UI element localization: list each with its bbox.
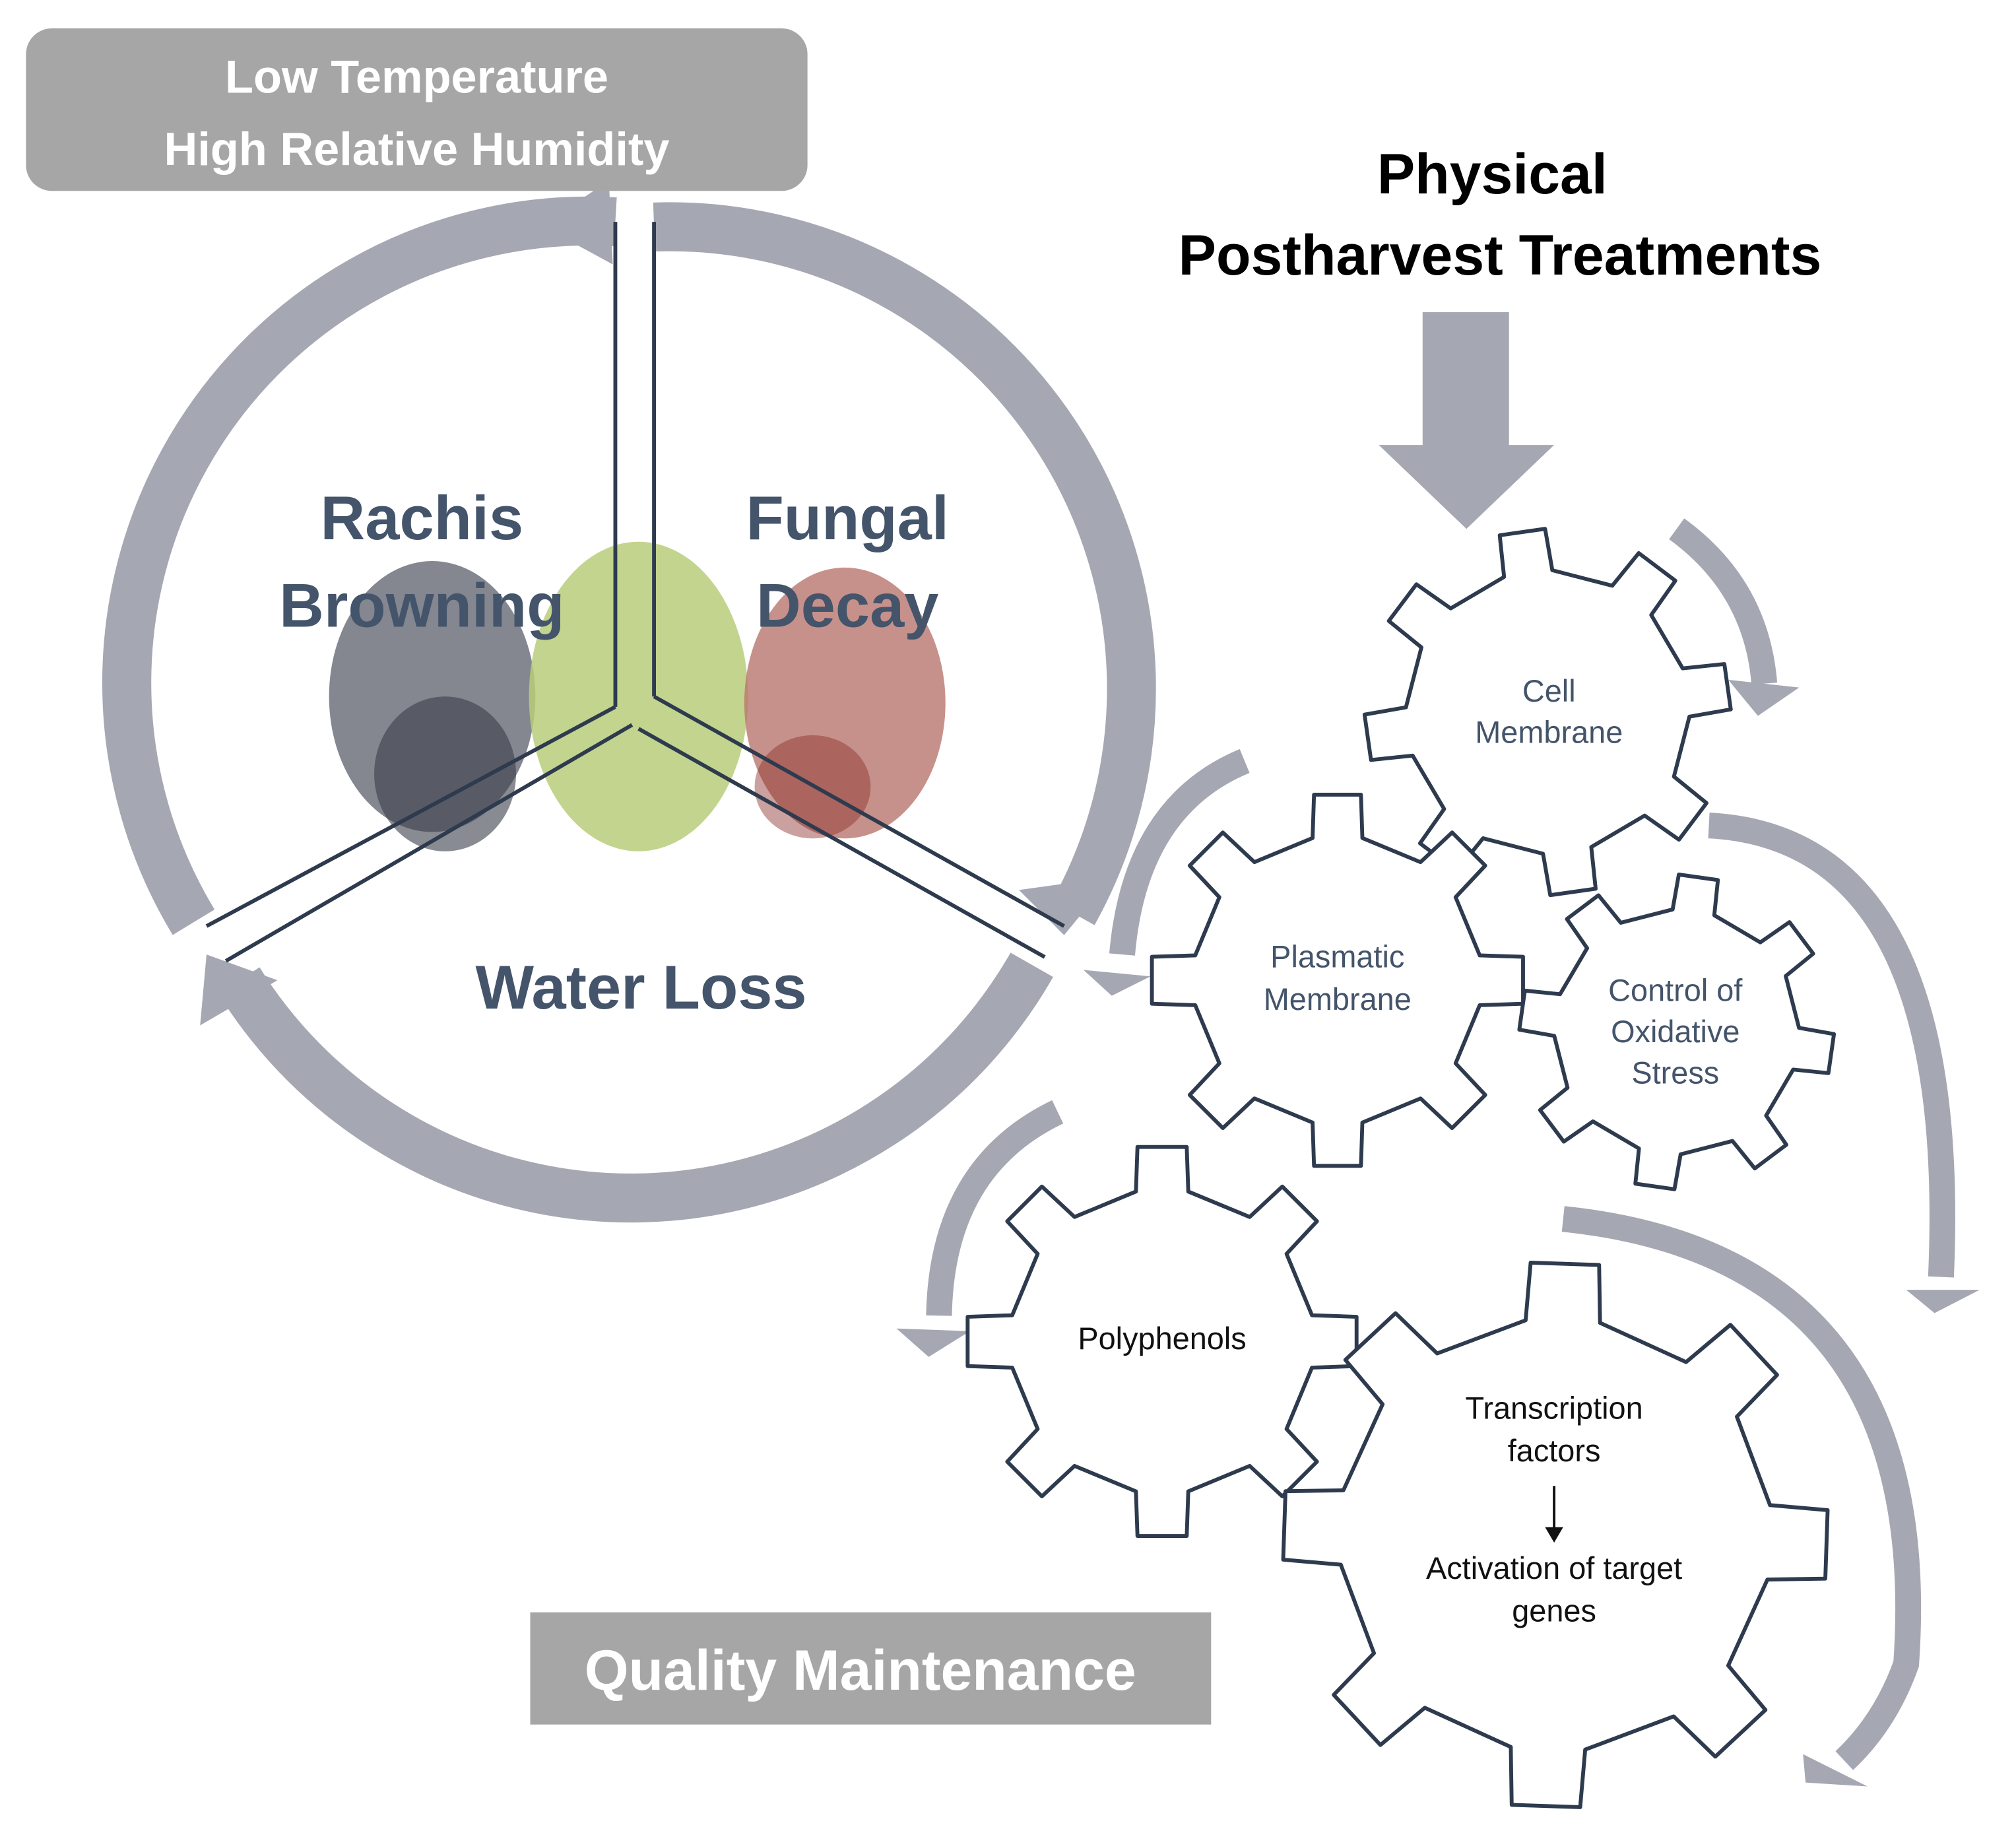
treatments-title-line1: Physical (1377, 143, 1608, 206)
rachis-browning-label: Rachis Browning (279, 483, 564, 640)
small-down-arrow-icon (1545, 1486, 1563, 1543)
plasmatic-membrane-line1: Plasmatic (1270, 940, 1404, 974)
conditions-box: Low Temperature High Relative Humidity (26, 28, 808, 191)
water-loss-label: Water Loss (476, 952, 807, 1022)
plasmatic-membrane-line2: Membrane (1264, 982, 1412, 1016)
polyphenols-gear (965, 1145, 1359, 1538)
oxidative-stress-gear (1517, 872, 1837, 1191)
flow-arrowheads (896, 679, 1980, 1787)
cell-membrane-label: Cell Membrane (1475, 674, 1623, 750)
treatments-title: Physical Postharvest Treatments (1179, 143, 1822, 287)
oxidative-stress-line2: Oxidative (1611, 1014, 1740, 1049)
plasmatic-membrane-gear (1150, 793, 1525, 1168)
cell-membrane-line1: Cell (1522, 674, 1576, 708)
transcription-line3: Activation of target (1426, 1551, 1682, 1585)
flow-arrows (926, 518, 1955, 1770)
treatments-title-line2: Postharvest Treatments (1179, 224, 1822, 287)
cell-membrane-gear (1362, 527, 1733, 898)
transcription-line2: factors (1508, 1434, 1601, 1468)
cycle-ring (102, 196, 1156, 1223)
fungal-decay-label: Fungal Decay (746, 483, 949, 640)
grape-photo (329, 541, 946, 851)
cell-membrane-line2: Membrane (1475, 715, 1623, 750)
fungal-decay-line1: Fungal (746, 483, 949, 552)
oxidative-stress-line1: Control of (1608, 973, 1743, 1007)
polyphenols-label: Polyphenols (1078, 1321, 1246, 1356)
fungal-decay-line2: Decay (756, 571, 938, 640)
conditions-line1: Low Temperature (225, 51, 608, 103)
conditions-line2: High Relative Humidity (164, 123, 670, 175)
quality-label: Quality Maintenance (585, 1639, 1136, 1702)
cycle-arrowheads (200, 180, 1112, 1026)
rachis-browning-line1: Rachis (321, 483, 524, 552)
oxidative-stress-label: Control of Oxidative Stress (1608, 973, 1743, 1090)
transcription-line1: Transcription (1465, 1391, 1642, 1426)
sector-dividers (205, 222, 1065, 963)
quality-box: Quality Maintenance (530, 1612, 1212, 1725)
plasmatic-membrane-label: Plasmatic Membrane (1264, 940, 1412, 1016)
transcription-label: Transcription factors Activation of targ… (1426, 1391, 1682, 1628)
rachis-browning-line2: Browning (279, 571, 564, 640)
oxidative-stress-line3: Stress (1631, 1055, 1719, 1090)
transcription-line4: genes (1512, 1593, 1596, 1628)
down-arrow-icon (1379, 312, 1555, 529)
